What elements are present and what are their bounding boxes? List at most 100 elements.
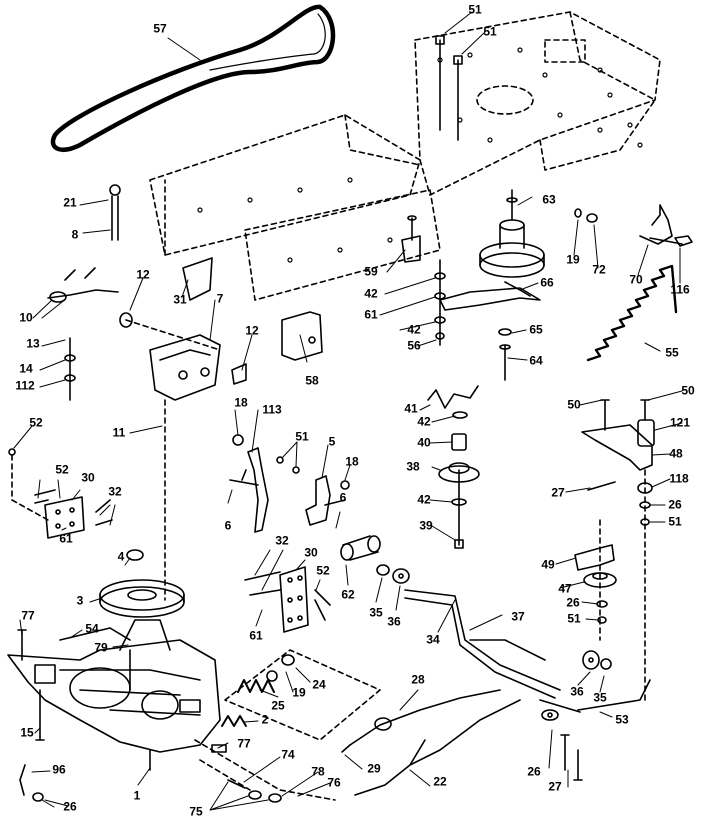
callout-75[interactable]: 75 xyxy=(189,804,203,819)
callout-30[interactable]: 30 xyxy=(304,545,318,560)
callout-65[interactable]: 65 xyxy=(529,322,543,337)
callout-51[interactable]: 51 xyxy=(295,429,309,444)
callout-116[interactable]: 116 xyxy=(670,282,690,297)
callout-55[interactable]: 55 xyxy=(665,345,679,360)
callout-61[interactable]: 61 xyxy=(59,531,73,546)
callout-42[interactable]: 42 xyxy=(417,414,431,429)
callout-74[interactable]: 74 xyxy=(281,747,295,762)
callout-52[interactable]: 52 xyxy=(55,462,69,477)
callout-63[interactable]: 63 xyxy=(542,192,556,207)
callout-6[interactable]: 6 xyxy=(224,518,232,533)
callout-77[interactable]: 77 xyxy=(237,736,251,751)
callout-18[interactable]: 18 xyxy=(234,395,248,410)
callout-12[interactable]: 12 xyxy=(245,323,259,338)
callout-42[interactable]: 42 xyxy=(407,322,421,337)
callout-96[interactable]: 96 xyxy=(52,762,66,777)
callout-61[interactable]: 61 xyxy=(249,628,263,643)
callout-112[interactable]: 112 xyxy=(15,378,35,393)
callout-77[interactable]: 77 xyxy=(21,608,35,623)
callout-50[interactable]: 50 xyxy=(567,397,581,412)
callout-10[interactable]: 10 xyxy=(19,310,33,325)
callout-36[interactable]: 36 xyxy=(570,684,584,699)
callout-5[interactable]: 5 xyxy=(328,434,336,449)
callout-26[interactable]: 26 xyxy=(63,799,77,814)
callout-47[interactable]: 47 xyxy=(558,581,572,596)
chassis-frame xyxy=(149,11,661,301)
callout-28[interactable]: 28 xyxy=(411,672,425,687)
callout-58[interactable]: 58 xyxy=(305,373,319,388)
callout-25[interactable]: 25 xyxy=(271,698,285,713)
idler-pulley-assembly xyxy=(479,189,545,278)
callout-35[interactable]: 35 xyxy=(593,690,607,705)
callout-51[interactable]: 51 xyxy=(483,24,497,39)
callout-3[interactable]: 3 xyxy=(76,593,84,608)
callout-40[interactable]: 40 xyxy=(417,435,431,450)
callout-51[interactable]: 51 xyxy=(567,611,581,626)
callout-27[interactable]: 27 xyxy=(551,485,565,500)
callout-48[interactable]: 48 xyxy=(669,446,683,461)
callout-24[interactable]: 24 xyxy=(312,677,326,692)
callout-51[interactable]: 51 xyxy=(668,514,682,529)
callout-39[interactable]: 39 xyxy=(419,518,433,533)
callout-21[interactable]: 21 xyxy=(63,195,77,210)
callout-2[interactable]: 2 xyxy=(261,712,269,727)
callout-22[interactable]: 22 xyxy=(433,774,447,789)
callout-36[interactable]: 36 xyxy=(387,614,401,629)
callout-66[interactable]: 66 xyxy=(540,275,554,290)
callout-19[interactable]: 19 xyxy=(292,685,306,700)
callout-52[interactable]: 52 xyxy=(29,415,43,430)
callout-56[interactable]: 56 xyxy=(407,338,421,353)
callout-79[interactable]: 79 xyxy=(94,640,108,655)
callout-32[interactable]: 32 xyxy=(275,533,289,548)
callout-61[interactable]: 61 xyxy=(364,307,378,322)
callout-34[interactable]: 34 xyxy=(426,632,440,647)
callout-19[interactable]: 19 xyxy=(566,252,580,267)
callout-62[interactable]: 62 xyxy=(341,587,355,602)
callout-38[interactable]: 38 xyxy=(406,459,420,474)
callout-27[interactable]: 27 xyxy=(548,779,562,794)
callout-26[interactable]: 26 xyxy=(668,497,682,512)
callout-78[interactable]: 78 xyxy=(311,764,325,779)
callout-15[interactable]: 15 xyxy=(20,725,34,740)
callout-52[interactable]: 52 xyxy=(316,563,330,578)
callout-54[interactable]: 54 xyxy=(85,621,99,636)
callout-51[interactable]: 51 xyxy=(468,2,482,17)
callout-42[interactable]: 42 xyxy=(417,492,431,507)
callout-57[interactable]: 57 xyxy=(153,21,167,36)
callout-35[interactable]: 35 xyxy=(369,605,383,620)
callout-29[interactable]: 29 xyxy=(367,761,381,776)
callout-14[interactable]: 14 xyxy=(19,361,33,376)
callout-31[interactable]: 31 xyxy=(173,292,187,307)
transaxle-assembly xyxy=(7,619,221,771)
callout-50[interactable]: 50 xyxy=(681,383,695,398)
callout-7[interactable]: 7 xyxy=(216,291,224,306)
callout-13[interactable]: 13 xyxy=(26,336,40,351)
callout-11[interactable]: 11 xyxy=(112,425,126,440)
callout-70[interactable]: 70 xyxy=(629,272,643,287)
callout-41[interactable]: 41 xyxy=(404,401,418,416)
callout-4[interactable]: 4 xyxy=(117,549,125,564)
callout-64[interactable]: 64 xyxy=(529,353,543,368)
callout-53[interactable]: 53 xyxy=(615,712,629,727)
callout-12[interactable]: 12 xyxy=(136,267,150,282)
spring-rod xyxy=(639,204,673,245)
bracket-49 xyxy=(574,544,615,571)
callout-118[interactable]: 118 xyxy=(669,471,689,486)
callout-26[interactable]: 26 xyxy=(527,764,541,779)
callout-32[interactable]: 32 xyxy=(108,484,122,499)
callout-37[interactable]: 37 xyxy=(511,609,525,624)
callout-113[interactable]: 113 xyxy=(262,402,282,417)
callout-59[interactable]: 59 xyxy=(364,264,378,279)
callout-42[interactable]: 42 xyxy=(364,286,378,301)
callout-121[interactable]: 121 xyxy=(669,415,691,430)
callout-49[interactable]: 49 xyxy=(541,557,555,572)
callout-18[interactable]: 18 xyxy=(345,454,359,469)
callout-6[interactable]: 6 xyxy=(339,490,347,505)
callout-30[interactable]: 30 xyxy=(81,470,95,485)
callout-1[interactable]: 1 xyxy=(133,788,141,803)
callout-8[interactable]: 8 xyxy=(71,227,79,242)
callout-72[interactable]: 72 xyxy=(592,262,606,277)
callout-26[interactable]: 26 xyxy=(566,595,580,610)
callout-76[interactable]: 76 xyxy=(327,775,341,790)
